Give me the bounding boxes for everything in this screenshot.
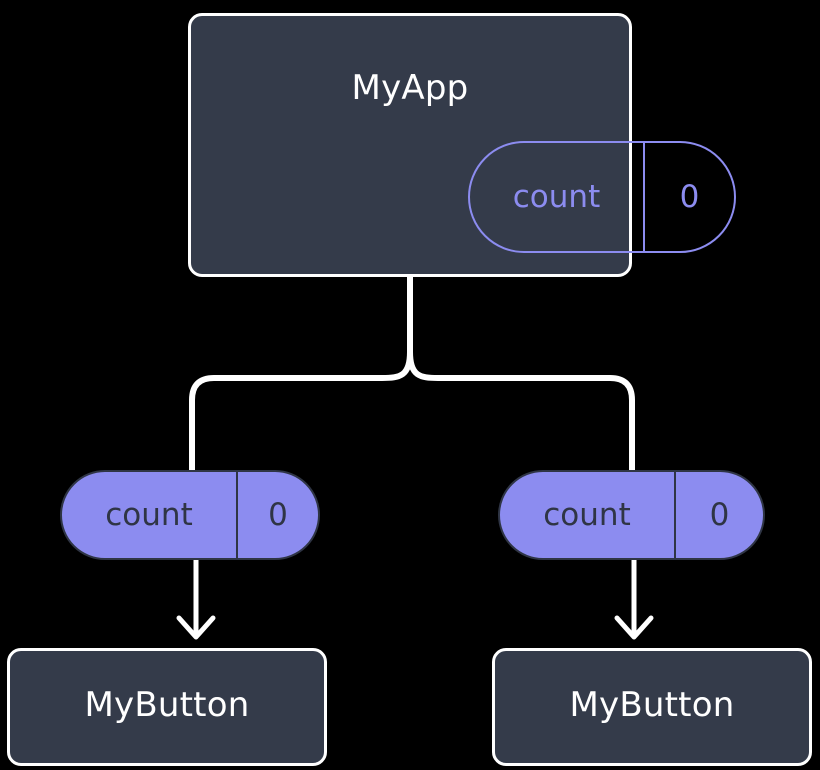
state-pill-myapp-key: count: [512, 178, 601, 215]
prop-pill-left-key: count: [105, 496, 193, 533]
prop-pill-right-key: count: [543, 496, 631, 533]
connector-branch-left: [189, 351, 413, 472]
arrow-head-right-icon: [614, 615, 654, 640]
component-node-mybutton-left-label: MyButton: [84, 685, 250, 725]
prop-pill-right-count[interactable]: count 0: [498, 470, 765, 560]
component-node-myapp[interactable]: MyApp count 0: [188, 13, 736, 277]
state-pill-myapp-count[interactable]: count 0: [468, 141, 736, 253]
arrow-head-left-icon: [176, 615, 216, 640]
component-node-mybutton-right[interactable]: MyButton: [492, 648, 812, 766]
component-node-mybutton-right-label: MyButton: [569, 685, 735, 725]
state-pill-myapp-value: 0: [643, 143, 734, 251]
component-node-myapp-label: MyApp: [351, 68, 469, 108]
prop-pill-left-value: 0: [236, 472, 318, 558]
component-node-mybutton-left[interactable]: MyButton: [7, 648, 327, 766]
connector-branch-right: [407, 351, 635, 472]
prop-pill-right-value: 0: [674, 472, 763, 558]
prop-pill-left-count[interactable]: count 0: [60, 470, 320, 560]
